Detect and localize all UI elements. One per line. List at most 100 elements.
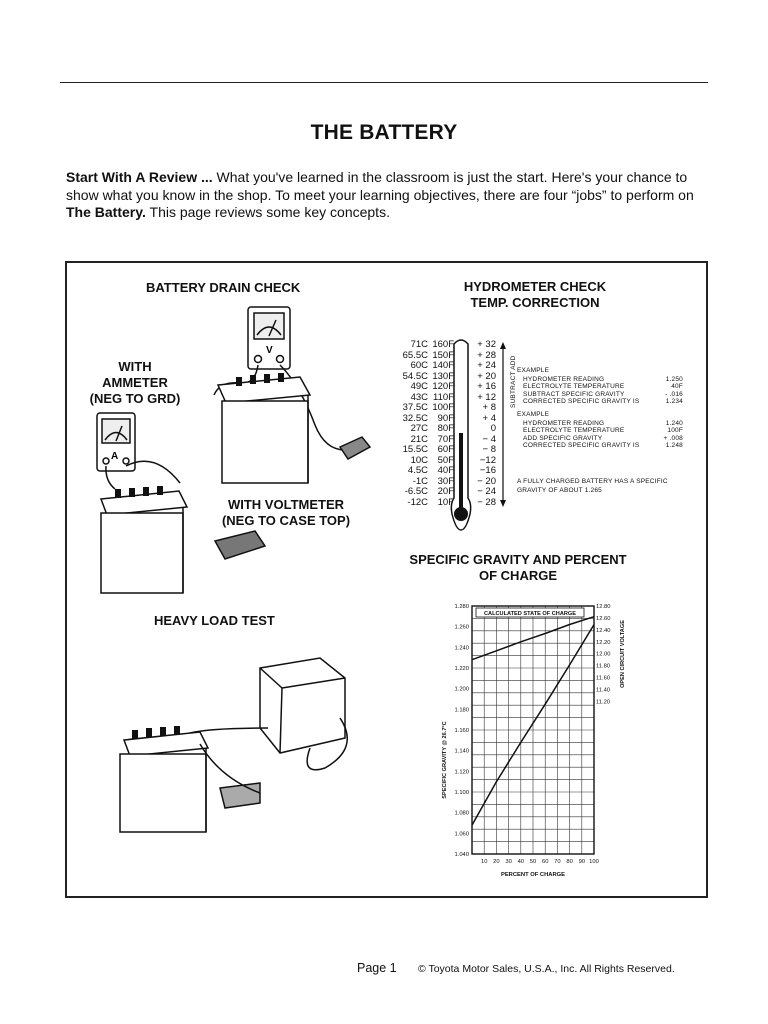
scale-correction: + 32 <box>477 339 496 350</box>
scale-fahrenheit: 120F <box>432 381 454 392</box>
scale-fahrenheit: 110F <box>433 391 454 403</box>
y-tick-label: 1.040 <box>454 852 469 858</box>
y-tick-label: 1.200 <box>454 687 469 693</box>
scale-correction: − 4 <box>482 433 496 445</box>
copyright: © Toyota Motor Sales, U.S.A., Inc. All R… <box>418 963 675 975</box>
ammeter-label-line-2: AMMETER <box>102 375 168 390</box>
scale-celsius: 65.5C <box>402 349 428 361</box>
example-row-label: HYDROMETER READING <box>523 419 605 427</box>
example-row-value: + .008 <box>663 434 683 442</box>
scale-fahrenheit: 30F <box>437 475 454 487</box>
example-row-label: CORRECTED SPECIFIC GRAVITY IS <box>523 442 640 449</box>
y-tick-label: 1.060 <box>454 831 469 837</box>
x-tick-label: 20 <box>493 859 499 865</box>
y-tick-label: 1.260 <box>454 625 469 631</box>
y-tick-label: 1.160 <box>454 728 469 734</box>
example-row: HYDROMETER READING 1.240 <box>517 420 683 428</box>
gravity-chart-title-line-2: OF CHARGE <box>479 568 557 583</box>
scale-correction: − 8 <box>482 444 496 455</box>
example-row-value: 1.240 <box>665 419 683 427</box>
y-tick-label: 1.240 <box>454 645 469 651</box>
example-row: ELECTROLYTE TEMPERATURE 40F <box>517 383 683 391</box>
y-tick-label: 1.120 <box>454 769 469 775</box>
full-charge-note-line-1: A FULLY CHARGED BATTERY HAS A SPECIFIC <box>517 478 668 485</box>
scale-celsius: 10C <box>410 454 428 466</box>
scale-celsius: 49C <box>410 381 428 392</box>
add-subtract-arrow <box>500 342 506 507</box>
voltmeter-label-line-1: WITH VOLTMETER <box>227 497 345 512</box>
scale-correction: − 24 <box>477 486 496 497</box>
scale-fahrenheit: 100F <box>432 402 454 413</box>
scale-fahrenheit: 80F <box>437 423 454 434</box>
scale-correction: + 8 <box>482 402 496 413</box>
scale-fahrenheit: 140F <box>432 360 454 371</box>
scale-celsius: 15.5C <box>402 444 428 455</box>
figure-frame <box>65 261 708 898</box>
scale-fahrenheit: 70F <box>437 433 454 445</box>
y2-tick-label: 12.00 <box>596 652 611 658</box>
example-2-heading: EXAMPLE <box>517 411 550 418</box>
example-row: SUBTRACT SPECIFIC GRAVITY - .016 <box>517 391 683 399</box>
scale-correction: 0 <box>490 423 496 434</box>
ammeter-label-line-3: (NEG TO GRD) <box>89 391 181 406</box>
gravity-chart: CALCULATED STATE OF CHARGE1.2801.2601.24… <box>442 604 626 878</box>
scale-celsius: 60C <box>410 360 428 371</box>
specific-gravity-curve <box>471 624 595 826</box>
scale-fahrenheit: 130F <box>432 370 454 382</box>
example-1-heading: EXAMPLE <box>517 367 550 374</box>
gravity-chart-title-line-1: SPECIFIC GRAVITY AND PERCENT <box>409 552 627 567</box>
scale-celsius: 71C <box>410 339 428 350</box>
hydrometer-title-line-1: HYDROMETER CHECK <box>463 279 607 294</box>
thermometer-icon <box>450 339 472 531</box>
scale-correction: + 4 <box>482 412 496 424</box>
hydrometer-title-line-2: TEMP. CORRECTION <box>470 295 600 310</box>
gravity-chart-title: SPECIFIC GRAVITY AND PERCENT OF CHARGE <box>406 552 630 584</box>
ammeter-label-line-1: WITH <box>118 359 152 374</box>
intro-emphasis: The Battery. <box>66 204 146 220</box>
voltmeter-v-symbol: V <box>266 345 273 356</box>
intro-paragraph: Start With A Review ... What you've lear… <box>66 169 706 222</box>
scale-fahrenheit: 50F <box>437 454 454 466</box>
y-tick-label: 1.220 <box>454 666 469 672</box>
example-row-label: ELECTROLYTE TEMPERATURE <box>523 383 625 390</box>
ammeter-label: WITH AMMETER (NEG TO GRD) <box>87 359 183 407</box>
ammeter-a-symbol: A <box>111 451 118 462</box>
example-row-label: SUBTRACT SPECIFIC GRAVITY <box>523 390 625 398</box>
example-row-value: 1.250 <box>665 375 683 383</box>
load-tester-illustration <box>119 657 348 833</box>
scale-fahrenheit: 20F <box>437 486 454 497</box>
y2-axis-label: OPEN CIRCUIT VOLTAGE <box>620 620 626 688</box>
scale-celsius: 4.5C <box>407 465 428 476</box>
example-row-value: 100F <box>667 427 683 434</box>
scale-celsius: 27C <box>410 423 428 434</box>
scale-celsius: 21C <box>410 433 428 445</box>
x-tick-label: 100 <box>589 859 599 865</box>
scale-celsius: -6.5C <box>404 486 428 497</box>
example-row-label: HYDROMETER READING <box>523 375 605 383</box>
y2-tick-label: 11.20 <box>596 699 610 705</box>
scale-correction: − 20 <box>477 475 496 487</box>
scale-fahrenheit: 160F <box>432 339 454 350</box>
x-tick-label: 70 <box>554 859 560 865</box>
voltmeter-label-line-2: (NEG TO CASE TOP) <box>221 513 351 528</box>
scale-fahrenheit: 10F <box>437 496 454 508</box>
scale-fahrenheit: 40F <box>437 465 454 476</box>
example-row-value: 40F <box>671 383 683 390</box>
plot-frame <box>471 605 595 855</box>
ammeter-illustration: A <box>96 412 267 594</box>
y2-tick-label: 11.80 <box>596 664 610 670</box>
voltmeter-illustration: V <box>213 306 372 484</box>
intro-text-2: This page reviews some key concepts. <box>145 204 390 220</box>
scale-celsius: 37.5C <box>402 402 428 413</box>
chart-title: CALCULATED STATE OF CHARGE <box>484 611 576 617</box>
scale-celsius: -1C <box>412 475 428 487</box>
example-row-value: - .016 <box>665 390 683 398</box>
x-tick-label: 90 <box>579 859 585 865</box>
example-row: HYDROMETER READING 1.250 <box>517 376 683 384</box>
example-row-value: 1.234 <box>665 398 683 405</box>
scale-celsius: -12C <box>407 496 428 508</box>
